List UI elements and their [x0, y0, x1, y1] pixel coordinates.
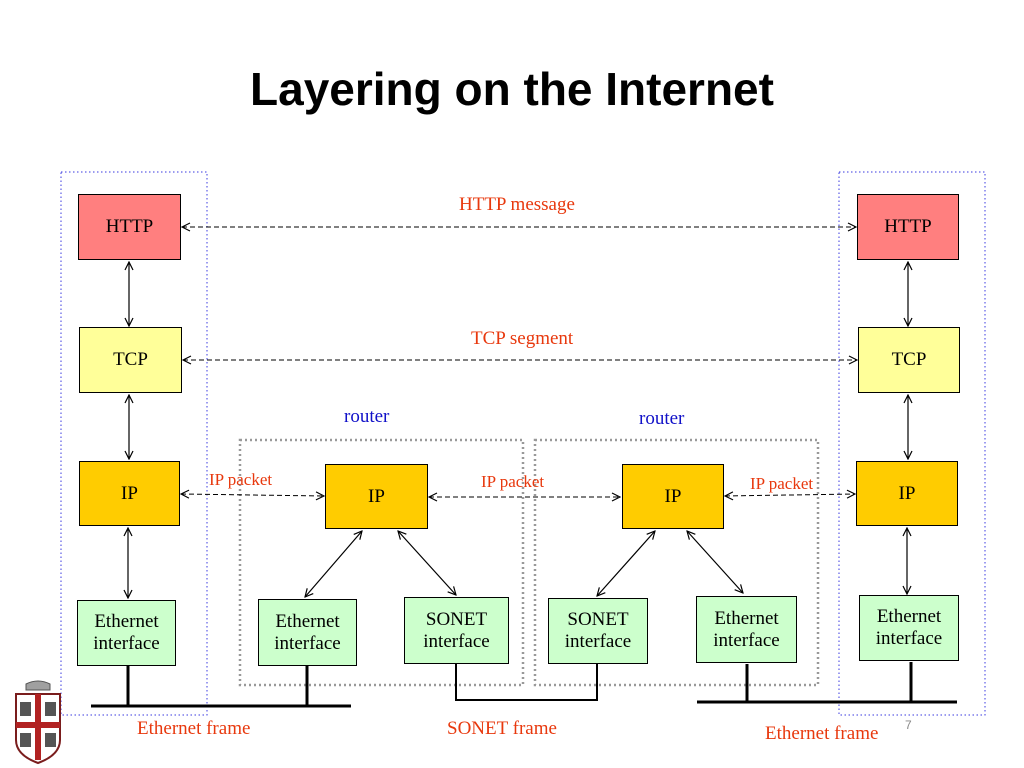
router-2-ip-layer: IP — [622, 464, 724, 529]
right-host-frame — [838, 171, 986, 716]
right-http-layer: HTTP — [857, 194, 959, 260]
ip-packet-arrow-3 — [725, 494, 855, 496]
page-number: 7 — [905, 718, 912, 732]
http-message-label: HTTP message — [459, 194, 575, 215]
router-1-ip-eth-arrow — [305, 531, 362, 597]
router-1-sonet-interface: SONET interface — [404, 597, 509, 664]
right-ethernet-interface: Ethernet interface — [859, 595, 959, 661]
router-1-ip-layer: IP — [325, 464, 428, 529]
sonet-link — [455, 664, 598, 701]
left-ethernet-interface: Ethernet interface — [77, 600, 176, 666]
ip-packet-label-1: IP packet — [209, 470, 273, 489]
slide-title: Layering on the Internet — [250, 63, 774, 115]
ethernet-link-left — [91, 666, 351, 708]
router-2-ip-sonet-arrow — [597, 531, 655, 596]
ip-packet-label-2: IP packet — [481, 472, 545, 491]
router-2-ip-eth-arrow — [687, 531, 743, 593]
ethernet-frame-label-right: Ethernet frame — [765, 723, 879, 744]
left-host-frame — [60, 171, 208, 716]
ip-packet-label-3: IP packet — [750, 474, 814, 493]
router-1-label: router — [344, 406, 390, 427]
router-2-ethernet-interface: Ethernet interface — [696, 596, 797, 663]
router-2-label: router — [639, 408, 685, 429]
router-1-ip-sonet-arrow — [398, 531, 456, 595]
router-2-sonet-interface: SONET interface — [548, 598, 648, 664]
university-shield-logo — [15, 680, 61, 765]
ethernet-link-right — [697, 662, 957, 704]
left-http-layer: HTTP — [78, 194, 181, 260]
router-1-frame — [238, 438, 525, 687]
ethernet-frame-label-left: Ethernet frame — [137, 718, 251, 739]
sonet-frame-label: SONET frame — [447, 718, 557, 739]
left-tcp-layer: TCP — [79, 327, 182, 393]
tcp-segment-label: TCP segment — [471, 328, 574, 349]
router-1-ethernet-interface: Ethernet interface — [258, 599, 357, 666]
right-ip-layer: IP — [856, 461, 958, 526]
right-tcp-layer: TCP — [858, 327, 960, 393]
router-2-frame — [533, 438, 820, 687]
left-ip-layer: IP — [79, 461, 180, 526]
ip-packet-arrow-1 — [181, 494, 324, 496]
